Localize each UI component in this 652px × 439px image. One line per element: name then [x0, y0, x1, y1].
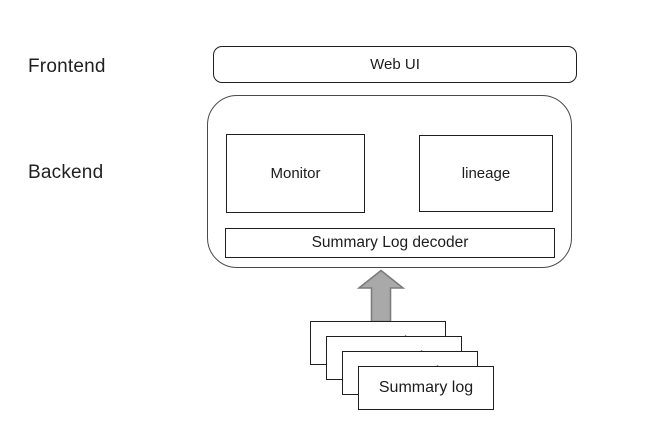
lineage-label: lineage [461, 165, 511, 182]
web-ui-box: Web UI [213, 46, 577, 83]
frontend-section-label: Frontend [28, 56, 106, 77]
summary-log-card-front: Summary log [358, 366, 494, 410]
up-arrow-shape [356, 269, 406, 323]
lineage-box: lineage [419, 135, 553, 212]
up-arrow-icon [355, 269, 407, 323]
summary-log-decoder-bar: Summary Log decoder [225, 228, 555, 258]
summary-log-decoder-label: Summary Log decoder [311, 234, 469, 251]
up-arrow-svg [356, 269, 406, 323]
backend-section-label: Backend [28, 162, 104, 183]
summary-log-label: Summary log [378, 379, 474, 396]
monitor-label: Monitor [270, 165, 321, 182]
monitor-box: Monitor [226, 134, 365, 213]
web-ui-label: Web UI [370, 56, 420, 73]
